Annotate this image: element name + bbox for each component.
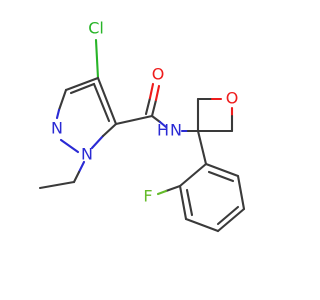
bond-ph-c2-c3-double (185, 188, 194, 217)
bond-ph-c3-c4 (184, 217, 220, 233)
pyrazole-n2-label: N (51, 119, 63, 138)
amide-n-label: N (170, 121, 182, 140)
pyrazole-n1-label: N (81, 145, 93, 164)
bond-c3-n2 (57, 88, 68, 112)
oxetane-oxygen-label: O (226, 89, 239, 108)
fluorine-label: F (143, 187, 152, 206)
bond-n1-ch2 (72, 170, 81, 184)
bond-c4-cl (94, 38, 100, 80)
bond-c4-c3 (64, 76, 100, 92)
bond-c5-c4-double (92, 82, 111, 123)
bond-ph-c1-c2 (178, 162, 208, 188)
bond-ph-c4-c5-double (216, 205, 240, 226)
bond-n1-c5 (90, 134, 105, 150)
bond-n1-ch2-nseg (77, 160, 86, 174)
bond-n1-c5-c (101, 122, 118, 138)
bond-camide-n (150, 114, 162, 124)
bond-ph-f (164, 184, 182, 193)
bond-ph-c4-c5 (216, 207, 246, 233)
bond-camide-o-double (144, 96, 152, 116)
amide-h-label: H (157, 121, 169, 140)
bond-oxetane-phenyl (196, 129, 208, 166)
structure-svg: Cl O O N N N H F (38, 19, 246, 233)
molecule-diagram: Cl O O N N N H F (38, 19, 246, 233)
carbonyl-oxygen-label: O (152, 65, 165, 84)
bond-c5-camide (114, 114, 154, 126)
bond-camide-o (150, 98, 158, 118)
bond-n2-n1 (59, 138, 80, 154)
bond-c4-c3-double (69, 82, 96, 95)
bond-ph-c5-c6 (236, 174, 246, 211)
bond-ph-c6-c1-double (207, 170, 235, 183)
bond-camide-o-double-oseg (148, 82, 155, 100)
chlorine-label: Cl (88, 19, 104, 38)
bond-ph-c6-c1 (204, 162, 240, 178)
bond-c5-c4 (96, 76, 118, 126)
bond-ph-c2-c3 (178, 184, 188, 221)
bond-camide-n-nseg (158, 120, 168, 129)
bond-camide-o-oseg (154, 84, 161, 102)
bond-ch2-ch3 (38, 180, 76, 190)
bond-c3-n2-nseg (55, 108, 61, 120)
bond-ph-f-fseg (156, 189, 168, 196)
